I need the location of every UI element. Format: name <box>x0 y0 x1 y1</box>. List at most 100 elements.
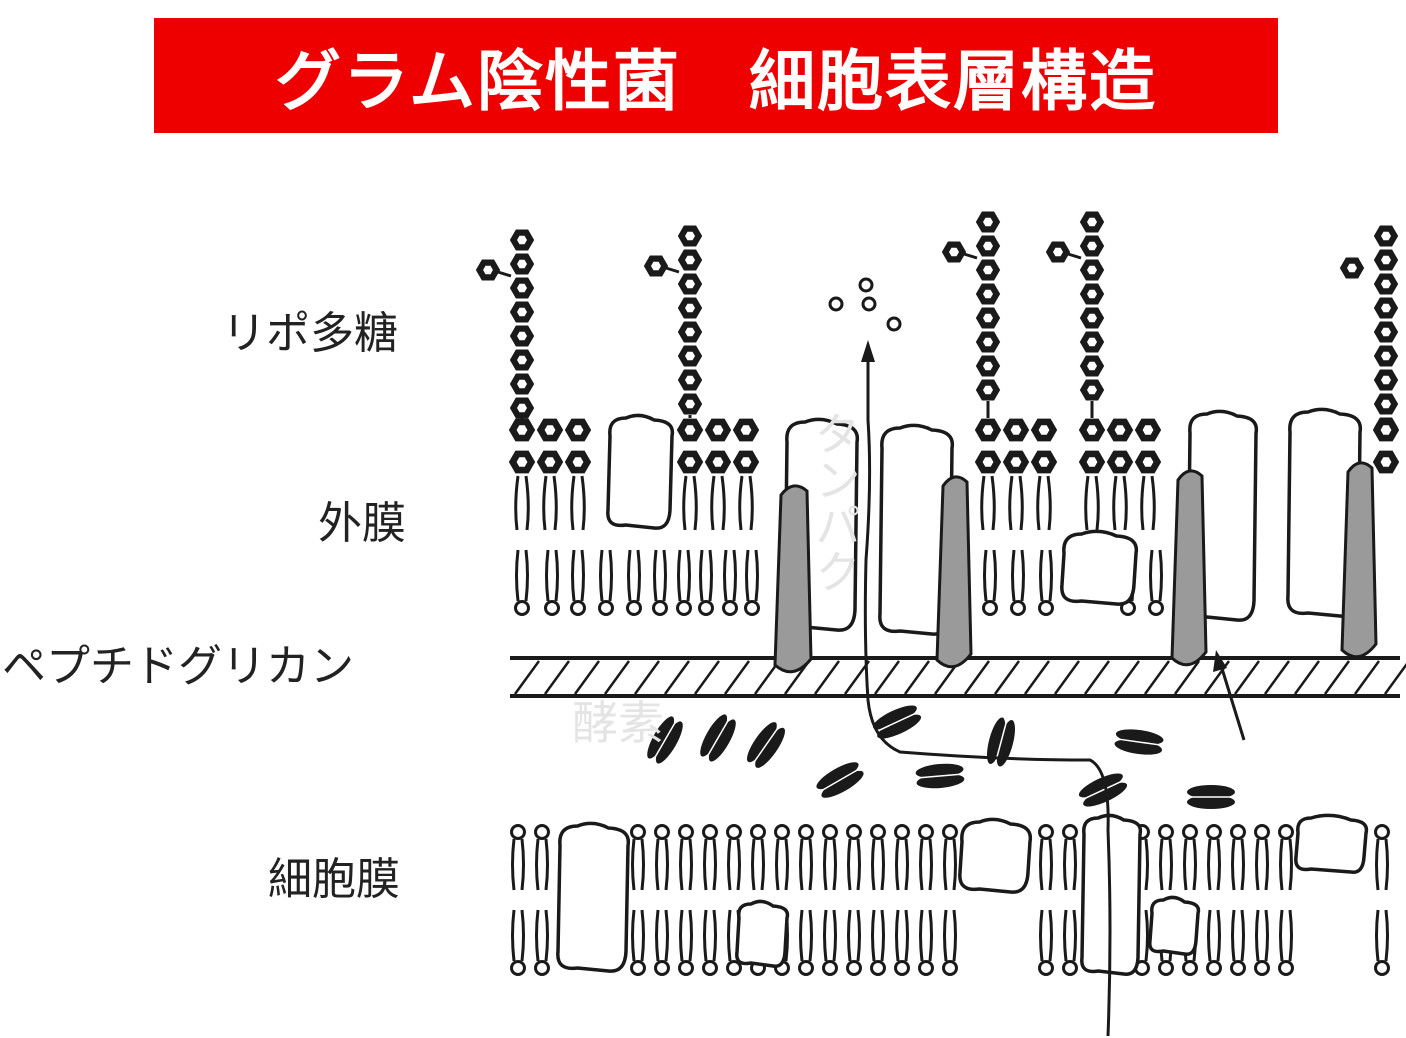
lipid-tail <box>1072 909 1077 962</box>
lipid-tail <box>904 909 909 962</box>
lipid-tail <box>745 549 750 602</box>
lipid-a-tail <box>682 475 688 531</box>
lipid-tail <box>1279 838 1284 891</box>
lipid-head <box>534 824 550 840</box>
sugar-ring-hole <box>685 327 695 337</box>
small-molecule <box>858 277 874 293</box>
lipid-tail <box>524 549 529 602</box>
sugar-ring-hole <box>983 217 993 227</box>
sugar-ring-hole <box>1142 425 1154 435</box>
lipid-tail <box>664 909 669 962</box>
o-antigen-link <box>665 266 680 274</box>
sugar-ring-hole <box>1381 303 1391 313</box>
lipid-tail <box>1375 909 1380 962</box>
sugar-ring-hole <box>684 457 696 467</box>
lipid-a-tail <box>552 475 558 531</box>
enzyme-lobe <box>816 762 859 790</box>
peptide-crosslink <box>693 660 721 695</box>
lipid-head <box>702 824 718 840</box>
lipid-tail <box>1240 909 1245 962</box>
enzyme-groove <box>706 718 730 758</box>
arrow-head <box>1213 650 1227 672</box>
lipid-tail <box>1384 838 1389 891</box>
sugar-ring-hole <box>517 259 527 269</box>
lipid-tail <box>640 838 645 891</box>
lipid-head <box>544 600 560 616</box>
lipid-a-tail <box>514 475 520 531</box>
sugar-ring-hole <box>572 457 584 467</box>
lipid-a-tail <box>748 475 754 531</box>
lipid-tail <box>1216 838 1221 891</box>
peptide-crosslink <box>963 660 991 695</box>
o-antigen-link <box>1067 252 1082 260</box>
periplasmic-enzyme <box>1187 785 1235 809</box>
sugar-ring-hole <box>1142 457 1154 467</box>
lipid-tail <box>677 549 682 602</box>
lipid-head <box>698 600 714 616</box>
lipid-a-tail <box>692 475 698 531</box>
lipid-head <box>652 600 668 616</box>
lipid-tail <box>871 838 876 891</box>
transport-path <box>863 360 1112 1037</box>
lipid-head <box>798 960 814 976</box>
lipid-tail <box>723 549 728 602</box>
lipid-tail <box>571 549 576 602</box>
lipid-head <box>1158 960 1174 976</box>
lipid-tail <box>1207 838 1212 891</box>
lipid-head <box>722 600 738 616</box>
lipid-tail <box>943 909 948 962</box>
lipid-tail <box>554 549 559 602</box>
lipid-head <box>1158 824 1174 840</box>
watermark-protein: タンパク <box>808 410 862 594</box>
sugar-ring-hole <box>712 457 724 467</box>
lipid-a-tail <box>1094 475 1100 531</box>
lipid-head <box>702 960 718 976</box>
periplasmic-enzyme <box>872 705 922 739</box>
sugar-ring-hole <box>684 425 696 435</box>
lipid-head <box>870 824 886 840</box>
sugar-ring-hole <box>983 265 993 275</box>
lipid-tail <box>895 838 900 891</box>
lipid-head <box>570 600 586 616</box>
peptide-crosslink <box>513 660 541 695</box>
lipid-tail <box>511 838 516 891</box>
lipid-head <box>514 600 530 616</box>
peptide-crosslink <box>1113 660 1141 695</box>
lipid-tail <box>545 549 550 602</box>
sugar-ring-hole <box>483 265 493 275</box>
lipid-a-tail <box>1122 475 1128 531</box>
sugar-ring-hole <box>1010 425 1022 435</box>
sugar-ring-hole <box>517 355 527 365</box>
sugar-ring-hole <box>1381 351 1391 361</box>
lipid-tail <box>754 549 759 602</box>
peptide-crosslink <box>1233 660 1261 695</box>
lipid-tail <box>992 549 997 602</box>
sugar-ring-hole <box>1347 263 1357 273</box>
peptide-crosslink <box>813 660 841 695</box>
sugar-ring-hole <box>572 425 584 435</box>
lipid-head <box>1230 824 1246 840</box>
sugar-ring-hole <box>516 457 528 467</box>
peptide-crosslink <box>1173 660 1201 695</box>
lipid-tail <box>904 838 909 891</box>
lipid-a-tail <box>1008 475 1014 531</box>
lipid-tail <box>640 909 645 962</box>
lipid-tail <box>631 909 636 962</box>
sugar-ring-hole <box>983 337 993 347</box>
lipid-tail <box>535 838 540 891</box>
lipid-tail <box>520 909 525 962</box>
peptide-crosslink <box>993 660 1021 695</box>
lipid-a-tail <box>524 475 530 531</box>
sugar-ring-hole <box>517 235 527 245</box>
lipid-tail <box>1039 838 1044 891</box>
sugar-ring-hole <box>1087 241 1097 251</box>
lipid-tail <box>535 909 540 962</box>
lipid-tail <box>1063 909 1068 962</box>
sugar-ring-hole <box>983 361 993 371</box>
enzyme-groove <box>752 726 780 764</box>
lipid-tail <box>688 838 693 891</box>
lipid-tail <box>712 909 717 962</box>
lipid-tail <box>919 838 924 891</box>
periplasmic-enzyme <box>700 714 736 762</box>
